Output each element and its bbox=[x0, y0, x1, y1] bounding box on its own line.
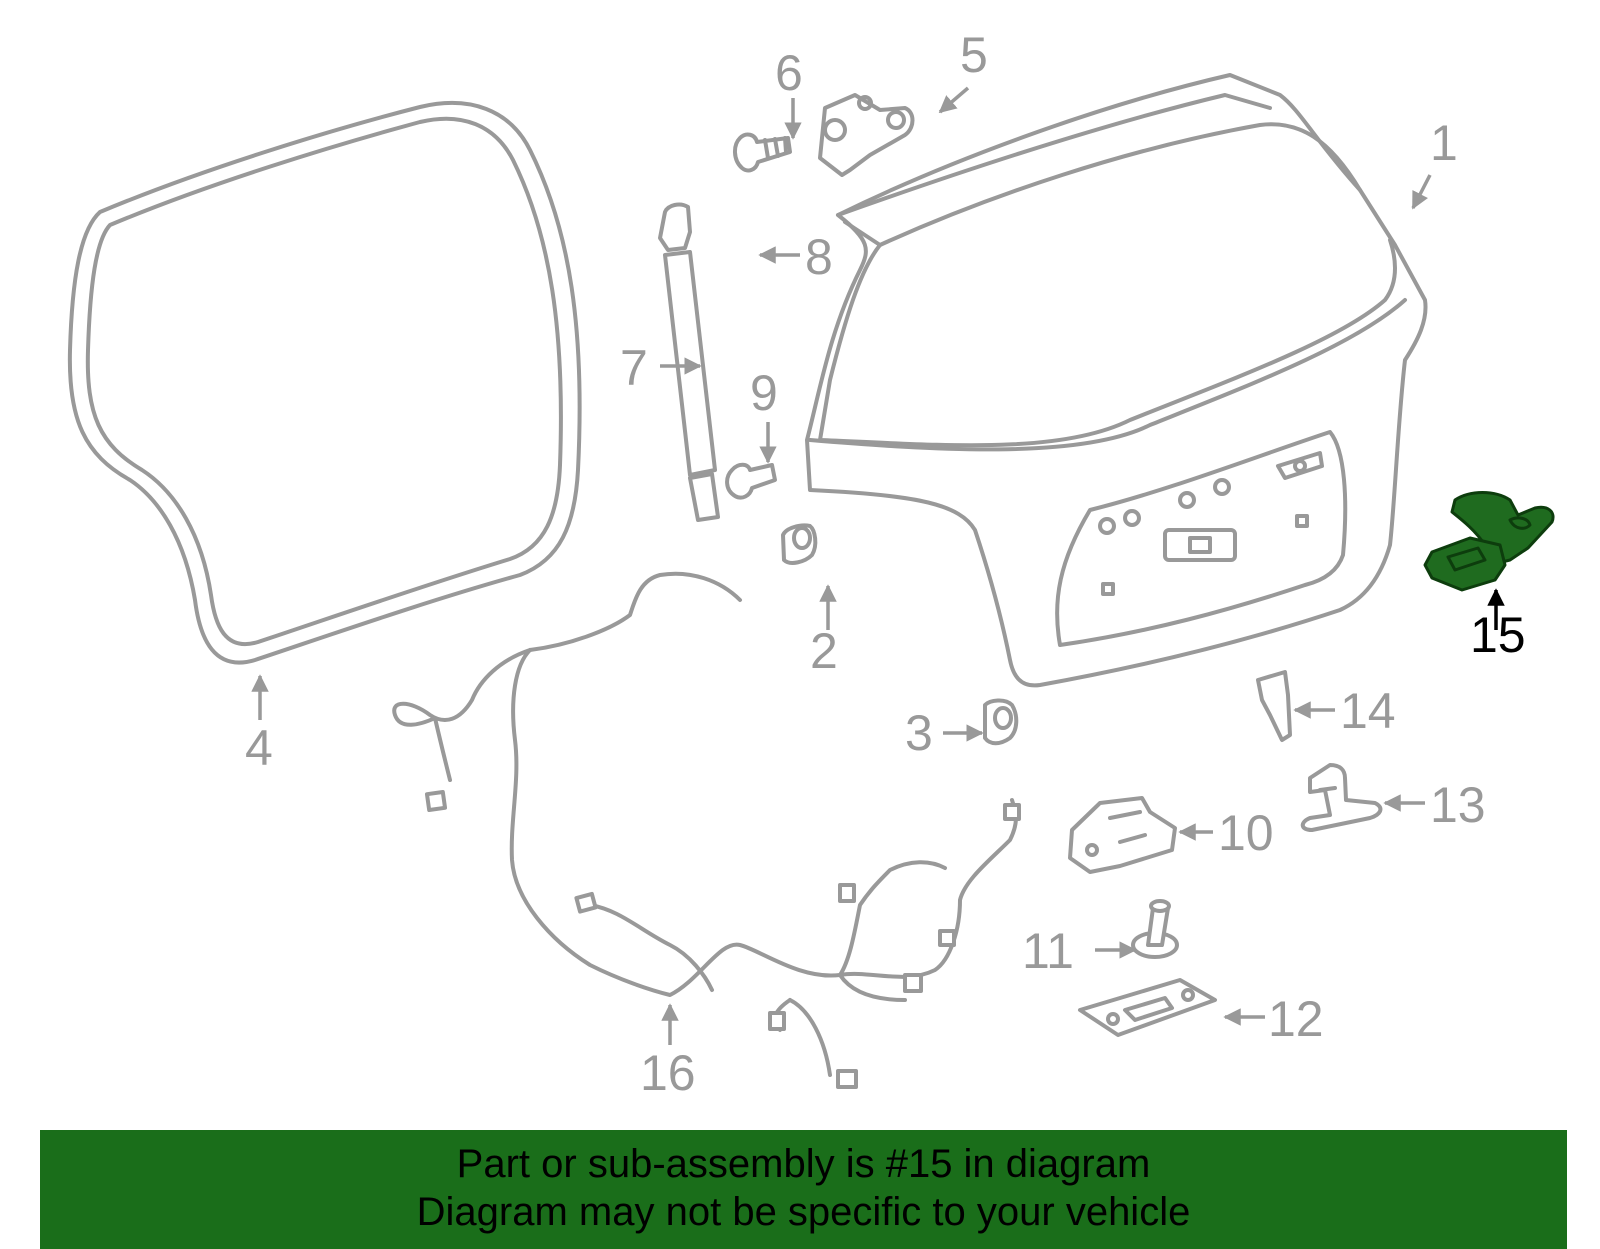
callout-15: 15 bbox=[1470, 607, 1526, 663]
part-10-latch[interactable] bbox=[1068, 796, 1177, 874]
part-14-clip[interactable] bbox=[1256, 670, 1292, 742]
part-5-hinge[interactable] bbox=[818, 93, 915, 177]
part-16-wire-harness[interactable] bbox=[392, 571, 1021, 1089]
part-1-liftgate[interactable] bbox=[805, 73, 1428, 688]
callout-1: 1 bbox=[1430, 115, 1458, 171]
part-15-highlighted-switch[interactable] bbox=[1423, 491, 1555, 592]
callout-7: 7 bbox=[620, 340, 648, 396]
callout-11: 11 bbox=[1022, 923, 1074, 979]
part-7-strut[interactable] bbox=[658, 202, 720, 522]
part-12-license-lamp[interactable] bbox=[1078, 978, 1217, 1037]
part-2-bumper[interactable] bbox=[781, 523, 818, 565]
info-banner: Part or sub-assembly is #15 in diagram D… bbox=[40, 1130, 1567, 1249]
banner-line-1: Part or sub-assembly is #15 in diagram bbox=[456, 1142, 1151, 1186]
callout-12: 12 bbox=[1268, 991, 1324, 1047]
banner-line-2: Diagram may not be specific to your vehi… bbox=[416, 1190, 1191, 1234]
part-6-bolt[interactable] bbox=[733, 132, 792, 173]
leader-1 bbox=[1411, 174, 1432, 210]
callout-2: 2 bbox=[810, 623, 838, 679]
callout-13: 13 bbox=[1430, 777, 1486, 833]
callout-labels: 1 2 3 4 5 6 7 8 9 10 11 12 13 14 15 16 bbox=[245, 27, 1526, 1101]
part-9-stud[interactable] bbox=[725, 462, 777, 500]
callout-leaders bbox=[251, 86, 1505, 1045]
callout-5: 5 bbox=[960, 27, 988, 83]
part-11-screw[interactable] bbox=[1131, 899, 1179, 959]
leader-5 bbox=[938, 86, 970, 114]
callout-4: 4 bbox=[245, 720, 273, 776]
callout-14: 14 bbox=[1340, 683, 1396, 739]
callout-6: 6 bbox=[775, 45, 803, 101]
callout-10: 10 bbox=[1218, 805, 1274, 861]
callout-8: 8 bbox=[805, 229, 833, 285]
callout-3: 3 bbox=[905, 705, 933, 761]
callout-9: 9 bbox=[750, 365, 778, 421]
part-13-striker[interactable] bbox=[1300, 763, 1383, 832]
callout-16: 16 bbox=[640, 1045, 696, 1101]
part-4-weatherstrip[interactable] bbox=[67, 101, 582, 665]
part-3-bumper[interactable] bbox=[983, 698, 1019, 746]
